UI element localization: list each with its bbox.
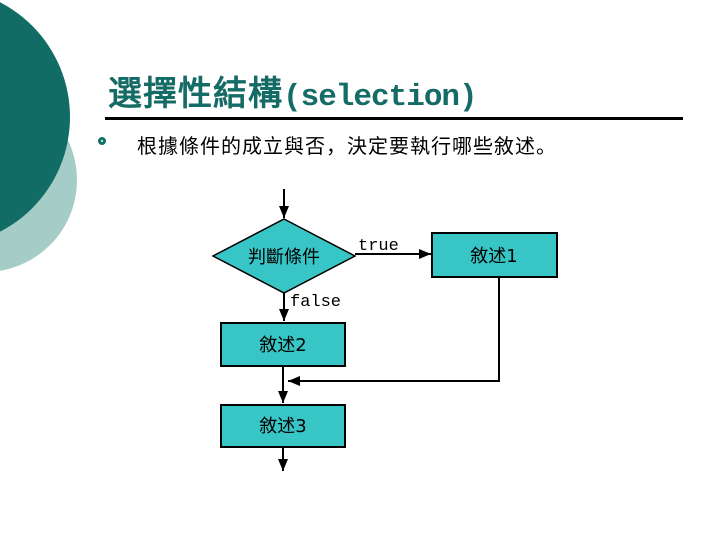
process-box-1: [431, 232, 558, 278]
decision-label: 判斷條件: [248, 247, 320, 268]
slide-title-latin: (selection): [283, 80, 478, 115]
process-box-2-label: 敘述2: [259, 335, 306, 356]
false-branch-label: false: [290, 293, 341, 312]
process-box-2: [220, 322, 346, 367]
process-box-3: [220, 404, 346, 448]
bullet-ring-icon: [98, 137, 106, 145]
slide-title-cjk: 選擇性結構: [108, 74, 283, 114]
edge-merge-arrow: [288, 277, 500, 386]
process-box-1-label: 敘述1: [470, 246, 517, 267]
process-box-3-label: 敘述3: [259, 416, 306, 437]
true-branch-label: true: [358, 237, 399, 256]
slide-title: 選擇性結構(selection): [108, 66, 478, 115]
title-underline: [105, 117, 683, 120]
bullet-text: 根據條件的成立與否，決定要執行哪些敘述。: [137, 134, 557, 158]
